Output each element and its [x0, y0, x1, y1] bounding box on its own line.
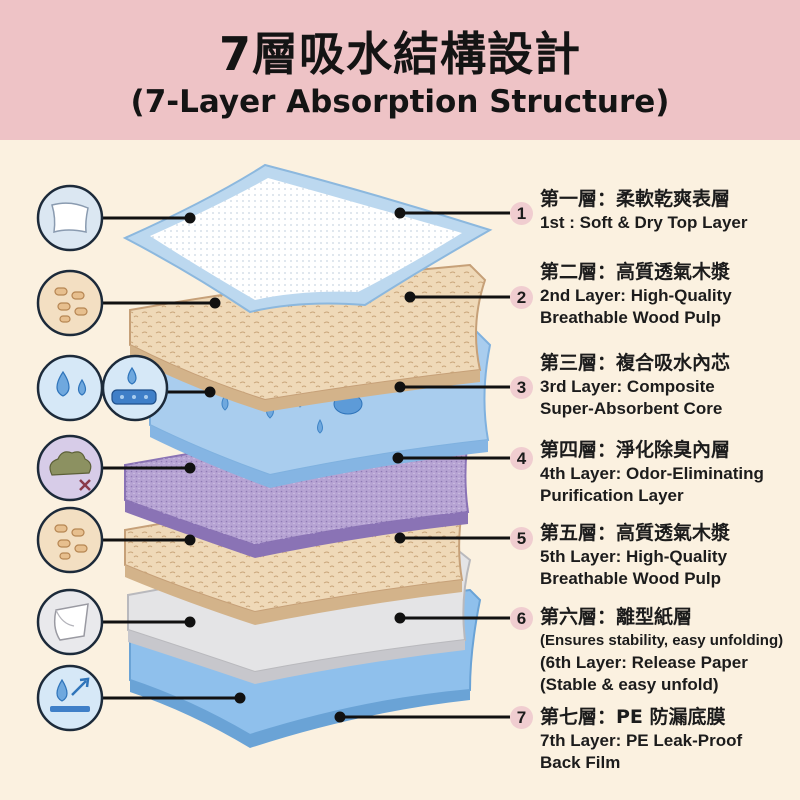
layer-3-label: 第三層：複合吸水內芯 3rd Layer: Composite Super-Ab… — [540, 350, 730, 420]
layer-6-title-cn: 第六層：離型紙層 — [540, 606, 693, 628]
layer-3-title-en-2: Super-Absorbent Core — [540, 399, 723, 418]
layer-5-label: 第五層：高質透氣木漿 5th Layer: High-Quality Breat… — [540, 520, 730, 590]
layer-1-number: 1 — [510, 202, 533, 225]
layer-1-label: 第一層：柔軟乾爽表層 1st : Soft & Dry Top Layer — [540, 186, 748, 234]
layer-4-title-cn: 第四層：淨化除臭內層 — [540, 439, 731, 461]
leak-proof-icon — [36, 664, 104, 732]
layer-2-title-en-2: Breathable Wood Pulp — [540, 308, 722, 327]
left-pointers — [100, 212, 246, 704]
release-paper-icon — [36, 588, 104, 656]
layer-3-title-cn: 第三層：複合吸水內芯 — [540, 352, 731, 374]
layer-4-title-en-2: Purification Layer — [540, 486, 684, 505]
layer-7-title-cn: 第七層：PE 防漏底膜 — [540, 706, 726, 728]
layer-2-wood-pulp — [129, 263, 487, 412]
layer-4-label: 第四層：淨化除臭內層 4th Layer: Odor-Eliminating P… — [540, 437, 764, 507]
layer-2-title-cn: 第二層：高質透氣木漿 — [540, 261, 731, 283]
layer-2-number: 2 — [510, 286, 533, 309]
layer-4-number: 4 — [510, 447, 533, 470]
layer-3-title-en-1: 3rd Layer: Composite — [540, 377, 715, 396]
layer-1-title-cn: 第一層：柔軟乾爽表層 — [540, 188, 731, 210]
layer-6-label: 第六層：離型紙層 (Ensures stability, easy unfold… — [540, 604, 783, 696]
water-drops-icon — [36, 354, 169, 422]
layer-5-title-cn: 第五層：高質透氣木漿 — [540, 522, 731, 544]
layer-1-title-en: 1st : Soft & Dry Top Layer — [540, 213, 748, 232]
layer-4-title-en-1: 4th Layer: Odor-Eliminating — [540, 464, 764, 483]
layer-7-title-en-1: 7th Layer: PE Leak-Proof — [540, 731, 743, 750]
layer-7-label: 第七層：PE 防漏底膜 7th Layer: PE Leak-Proof Bac… — [540, 704, 742, 774]
wood-pulp-icon — [36, 269, 104, 337]
layer-3-number: 3 — [510, 376, 533, 399]
layer-6-title-en-1: (6th Layer: Release Paper — [540, 653, 748, 672]
wood-pulp-icon-2 — [36, 506, 104, 574]
soft-sheet-icon — [36, 184, 104, 252]
layer-6-subtitle: (Ensures stability, easy unfolding) — [540, 632, 784, 649]
layer-7-number: 7 — [510, 706, 533, 729]
layer-5-number: 5 — [510, 527, 533, 550]
layer-7-title-en-2: Back Film — [540, 753, 621, 772]
header-banner: 7層吸水結構設計 (7-Layer Absorption Structure) — [0, 0, 800, 140]
layer-6-number: 6 — [510, 607, 533, 630]
odor-cloud-icon — [36, 434, 104, 502]
layer-5-title-en-2: Breathable Wood Pulp — [540, 569, 722, 588]
right-pointers — [334, 207, 510, 723]
layer-6-title-en-2: (Stable & easy unfold) — [540, 675, 719, 694]
title-english: (7-Layer Absorption Structure) — [130, 84, 670, 120]
layer-2-label: 第二層：高質透氣木漿 2nd Layer: High-Quality Breat… — [540, 259, 732, 329]
layer-5-title-en-1: 5th Layer: High-Quality — [540, 547, 728, 566]
layer-2-title-en-1: 2nd Layer: High-Quality — [540, 286, 732, 305]
title-chinese: 7層吸水結構設計 — [218, 27, 581, 81]
layer-1-top-sheet — [122, 163, 493, 314]
